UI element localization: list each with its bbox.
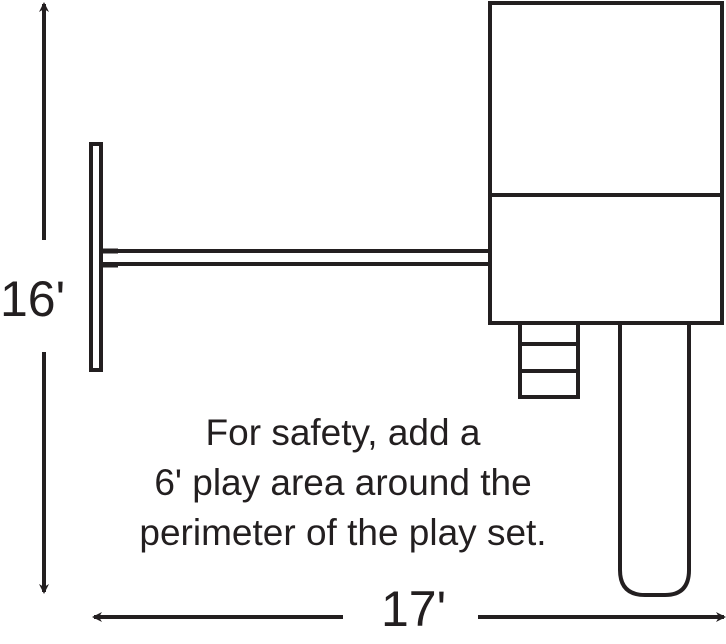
width-label: 17' [381, 581, 447, 637]
safety-note-line: For safety, add a [205, 412, 481, 453]
swing-frame [89, 142, 103, 372]
tower [488, 1, 724, 325]
steps [518, 321, 580, 399]
height-label: 16' [0, 271, 66, 327]
swing-beam [97, 249, 492, 266]
safety-note-line: 6' play area around the [154, 462, 532, 503]
slide [618, 323, 691, 597]
safety-note-line: perimeter of the play set. [139, 512, 547, 553]
safety-note: For safety, add a 6' play area around th… [100, 408, 586, 558]
